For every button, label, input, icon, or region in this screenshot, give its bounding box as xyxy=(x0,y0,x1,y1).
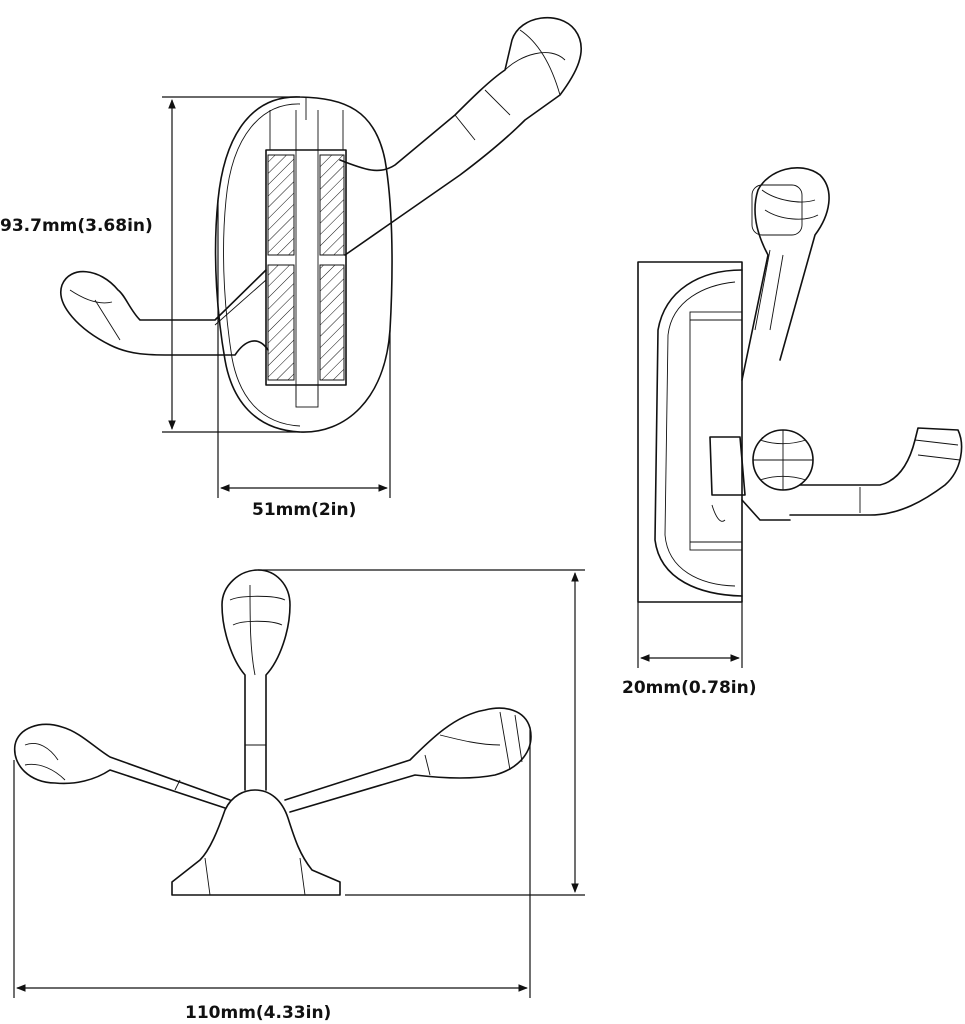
front-section-view xyxy=(60,16,582,433)
span-dimension: 110mm(4.33in) xyxy=(13,730,531,1023)
width-dimension-label: 51mm(2in) xyxy=(252,500,356,520)
depth-dimension-label: 20mm(0.78in) xyxy=(622,678,757,698)
side-view xyxy=(637,166,963,603)
topview-height-dimension xyxy=(258,569,585,896)
height-dimension: 93.7mm(3.68in) xyxy=(0,96,300,433)
height-dimension-label: 93.7mm(3.68in) xyxy=(0,216,153,236)
width-dimension: 51mm(2in) xyxy=(217,200,391,520)
top-view xyxy=(13,569,532,896)
depth-dimension: 20mm(0.78in) xyxy=(622,600,757,698)
span-dimension-label: 110mm(4.33in) xyxy=(185,1003,331,1023)
